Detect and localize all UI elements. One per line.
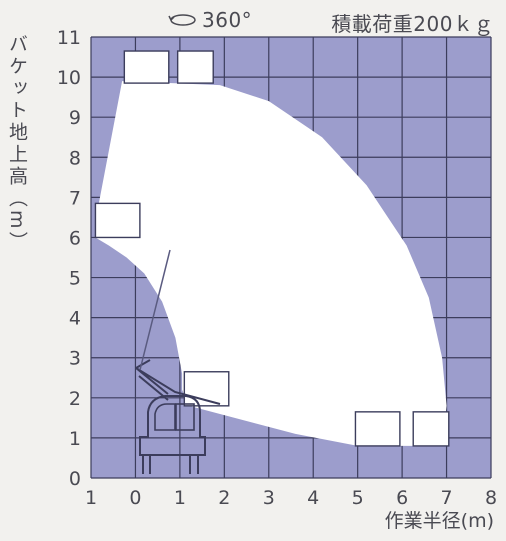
x-tick-label: 1 [85,487,97,509]
envelope-area [95,81,447,446]
y-tick-label: 2 [69,388,81,410]
y-tick-labels: 0 1 2 3 4 5 6 7 8 9 10 11 [57,27,81,490]
y-tick-label: 4 [69,308,81,330]
truck-body [139,395,206,456]
y-tick-label: 5 [69,268,81,290]
x-tick-label: 5 [352,487,364,509]
x-tick-label: 7 [441,487,453,509]
x-tick-label: 4 [307,487,319,509]
y-tick-label: 6 [69,227,81,249]
y-tick-label: 7 [69,187,81,209]
y-tick-label: 11 [57,27,81,49]
bucket-box [94,202,141,239]
y-tick-label: 1 [69,428,81,450]
x-tick-label: 6 [396,487,408,509]
x-tick-label: 2 [218,487,230,509]
x-axis-title: 作業半径(m) [384,510,494,532]
x-tick-labels: 1 0 1 2 3 4 5 6 7 8 [85,487,497,509]
rotation-arrow-icon [168,14,196,26]
y-tick-label: 0 [69,468,81,490]
truck-cabin [175,403,195,431]
truck-illustration [135,249,221,474]
y-tick-label: 3 [69,348,81,370]
y-tick-label: 8 [69,147,81,169]
x-tick-label: 8 [485,487,497,509]
working-envelope [95,81,447,446]
bucket-box [176,50,214,84]
x-tick-label: 3 [263,487,275,509]
bucket-box [123,50,170,84]
bucket-box [354,411,401,447]
truck-boom [135,359,221,405]
truck-window [154,403,176,431]
y-tick-label: 10 [57,67,81,89]
rotation-label: 360° [202,8,253,32]
bucket-positions [94,50,450,447]
y-axis-title: バケット地上高（m） [6,34,28,254]
truck-wheels [142,455,199,474]
rotation-info: 360° [168,8,252,32]
bucket-box [412,411,450,447]
rated-load-label: 積載荷重200ｋｇ [331,12,494,36]
truck-boom-rod [139,249,171,371]
y-tick-label: 9 [69,107,81,129]
x-tick-label: 0 [129,487,141,509]
x-tick-label: 1 [174,487,186,509]
